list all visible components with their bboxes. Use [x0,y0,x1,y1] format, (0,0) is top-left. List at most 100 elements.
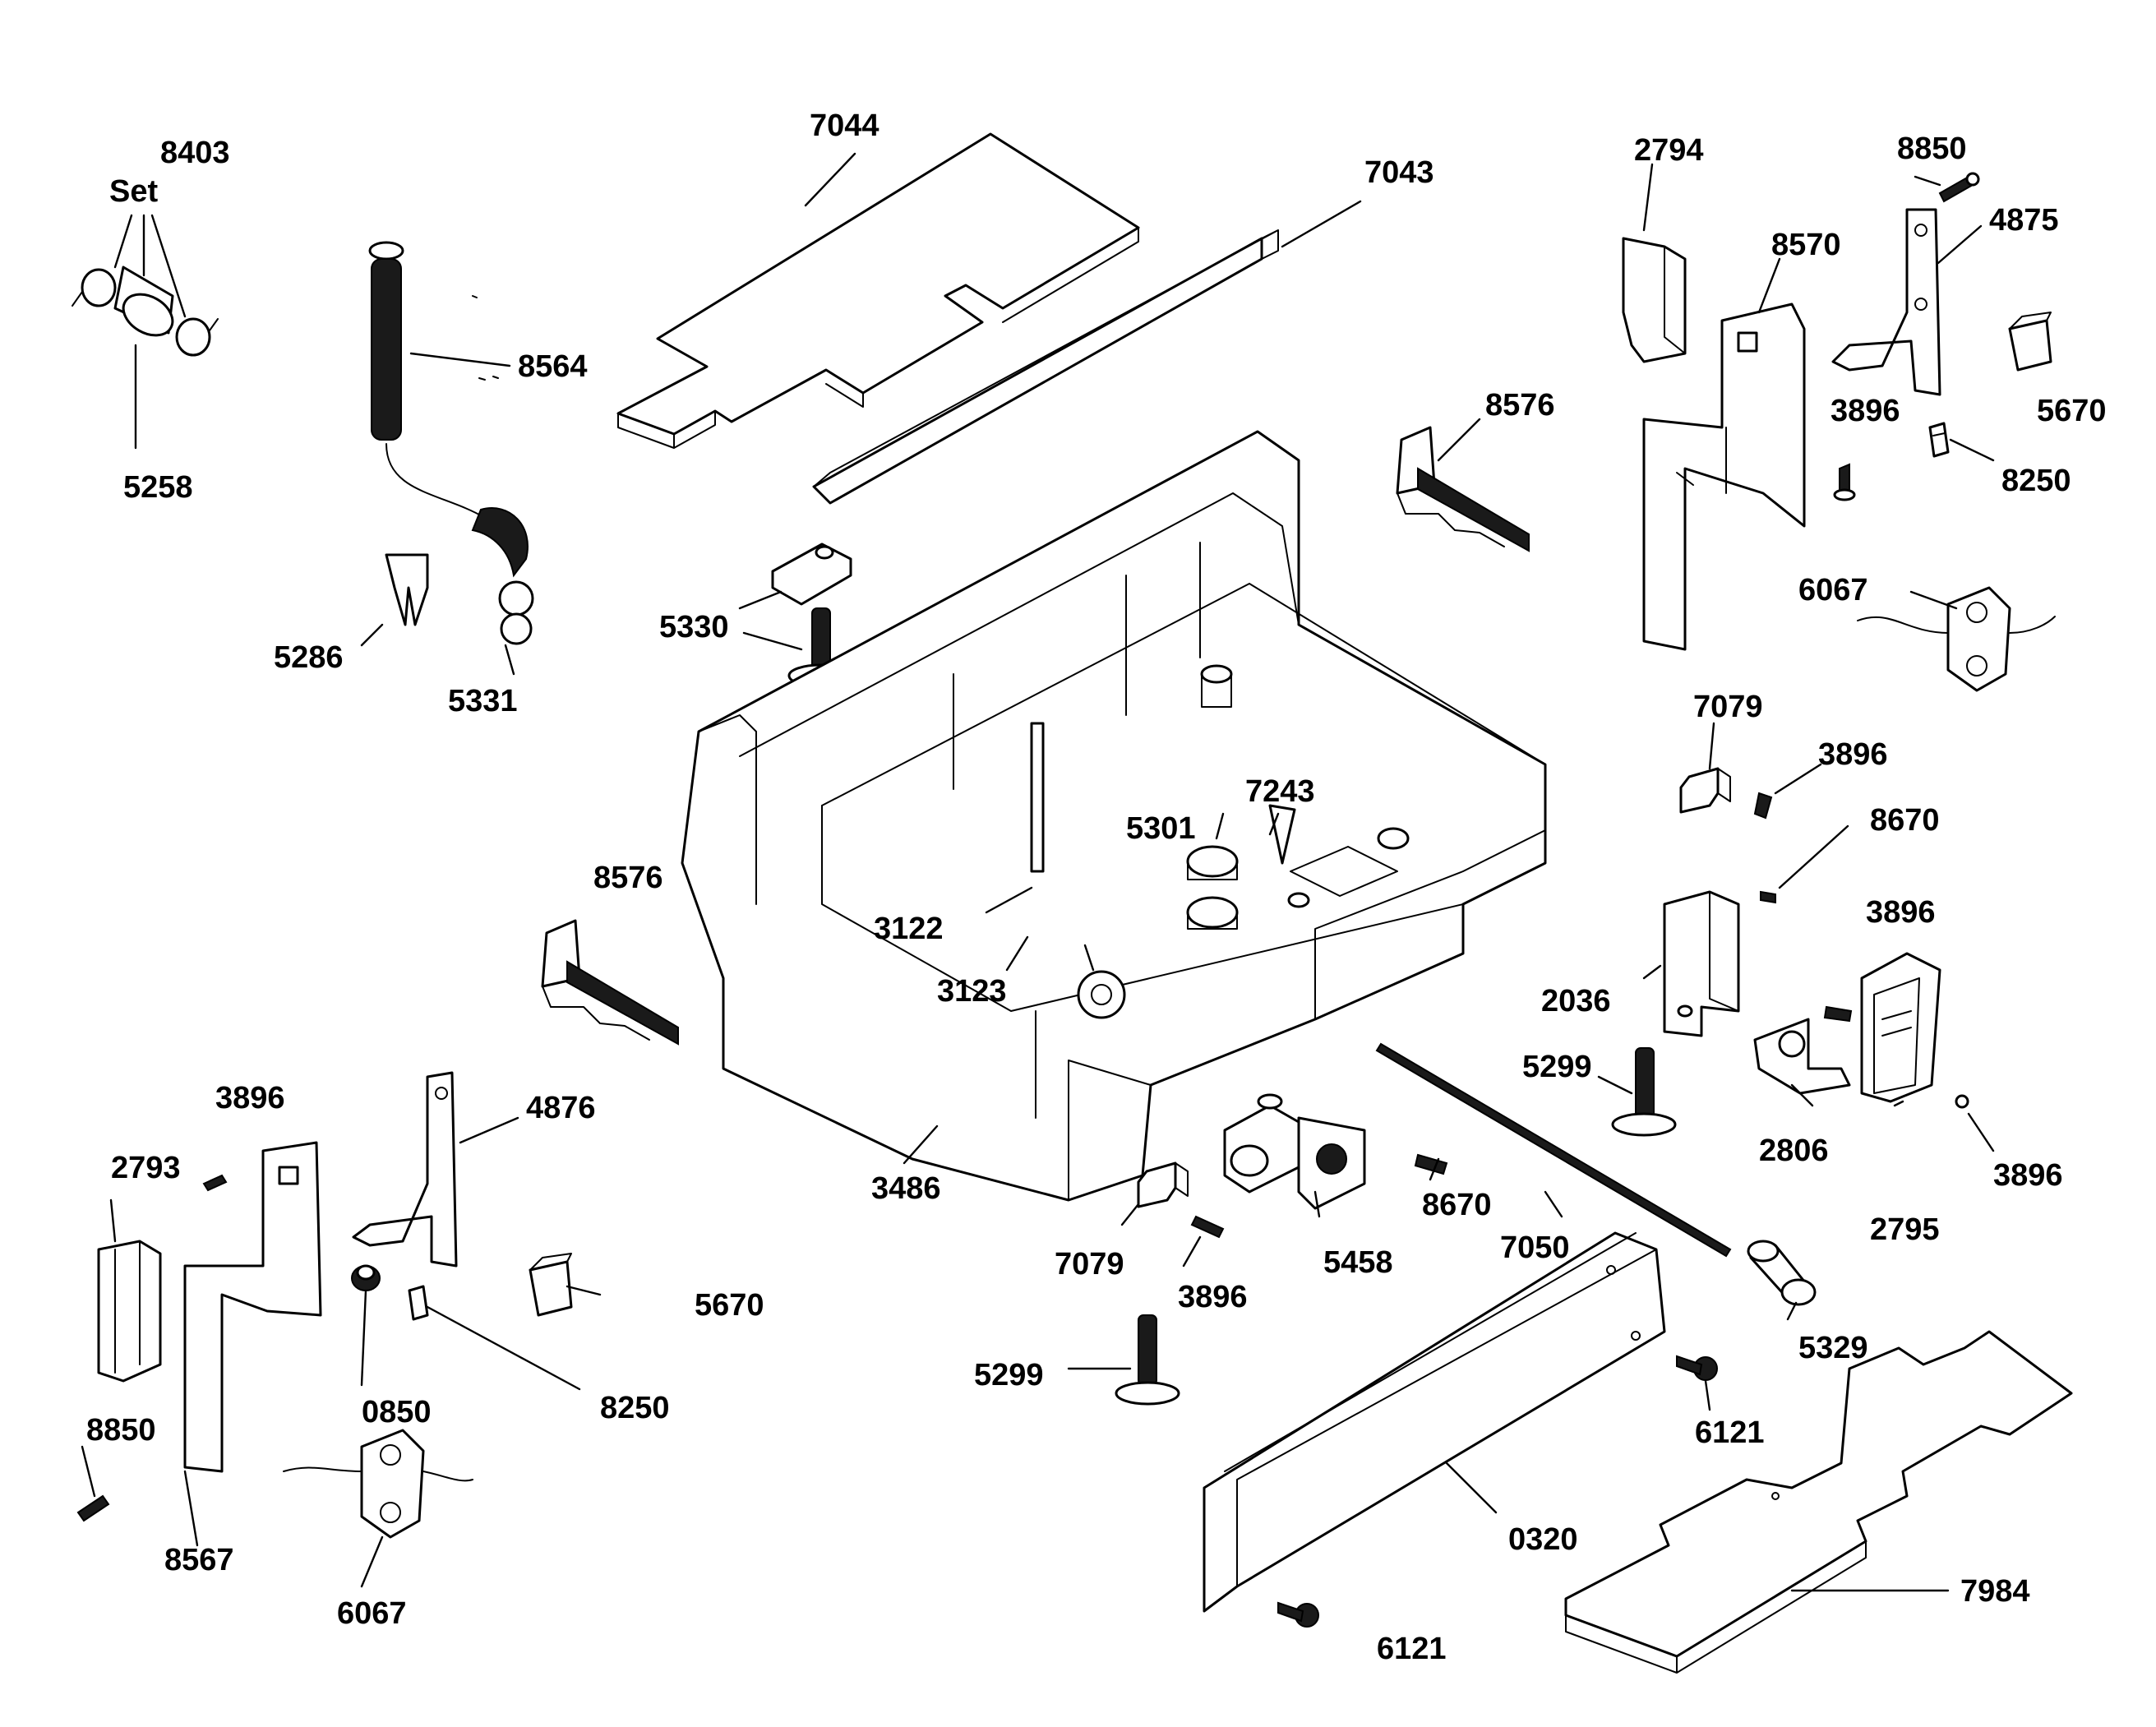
part-8670-pin-lower [1414,1153,1448,1175]
part-8567-bracket [183,1141,322,1473]
label-3896-f: 3896 [215,1081,285,1115]
label-3896-e: 3896 [1178,1280,1248,1314]
part-8850-screw-upper [1938,172,1980,203]
label-8564: 8564 [518,349,588,384]
label-5670-upper: 5670 [2037,394,2107,428]
part-5670-clip-upper [2008,312,2052,372]
label-3896-a: 3896 [1831,394,1900,428]
label-5330: 5330 [659,610,729,644]
part-5329-knob [1747,1240,1817,1306]
part-5670-clip-lower [529,1253,573,1317]
part-3896-screw-c [1823,1005,1853,1023]
label-4876: 4876 [526,1091,596,1125]
label-7050: 7050 [1500,1231,1570,1265]
label-7079-upper: 7079 [1693,690,1763,724]
label-5329: 5329 [1798,1331,1868,1365]
part-8576-bracket-lower [541,919,679,1046]
label-5258: 5258 [123,470,193,505]
part-3486-base-tub [681,430,1547,1202]
label-2793: 2793 [111,1151,181,1185]
part-7050-rod [1375,1042,1732,1258]
part-8570-bracket [1642,302,1806,651]
label-set: Set [109,174,158,209]
part-2793-cover [97,1240,162,1383]
label-5299-upper: 5299 [1522,1050,1592,1084]
part-3896-screw-f [202,1174,228,1192]
label-2794: 2794 [1634,133,1704,168]
label-8850-upper: 8850 [1897,132,1967,166]
label-6121-lower: 6121 [1377,1632,1447,1666]
part-2036-bracket [1663,890,1740,1037]
part-6067-switch-upper [1857,586,2056,692]
label-4875: 4875 [1989,203,2059,238]
label-6067-lower: 6067 [337,1596,407,1631]
label-8567: 8567 [164,1543,234,1577]
part-8403-hose-clamp-set [72,266,219,357]
part-5458-valve [1223,1093,1366,1210]
label-7043: 7043 [1364,155,1434,190]
label-5299-lower: 5299 [974,1358,1044,1392]
label-3896-d: 3896 [1993,1158,2063,1193]
label-5670-lower: 5670 [695,1288,764,1323]
label-2795: 2795 [1870,1212,1940,1247]
part-8250-clip-lower [408,1285,429,1321]
label-8576-lower: 8576 [593,861,663,895]
part-8670-pin-upper [1760,890,1776,904]
label-8570: 8570 [1771,228,1841,262]
part-3896-screw-e [1190,1215,1225,1239]
part-3896-screw-d [1955,1094,1969,1109]
label-6067-upper: 6067 [1798,573,1868,607]
label-8576-upper: 8576 [1485,388,1555,423]
label-5458: 5458 [1323,1245,1393,1280]
part-7079-bracket-upper [1679,767,1731,814]
part-4875-bracket [1831,208,1941,396]
part-5286-clip [385,553,429,626]
part-4876-bracket [352,1071,458,1268]
part-3896-screw-a [1833,463,1856,501]
label-7984: 7984 [1960,1574,2030,1609]
part-2794-cover [1622,237,1687,363]
label-8670-lower: 8670 [1422,1188,1492,1222]
label-3486: 3486 [871,1171,941,1206]
part-labels: 8403 Set 5258 8564 5286 5331 7044 7043 5… [86,109,2107,1666]
part-6067-switch-lower [283,1429,473,1539]
label-8403: 8403 [160,136,230,170]
part-0320-front-plate [1203,1231,1666,1613]
label-3896-c: 3896 [1866,895,1936,930]
label-8670-upper: 8670 [1870,803,1940,838]
leader-lines [81,152,1995,1592]
part-7079-bracket-lower [1137,1161,1189,1208]
part-7044-cover-plate [616,132,1140,449]
part-7043-strip [812,229,1279,505]
part-5299-foot-lower [1115,1314,1180,1406]
label-8250-lower: 8250 [600,1391,670,1425]
label-5331: 5331 [448,684,518,718]
label-8250-upper: 8250 [2001,464,2071,498]
label-2806: 2806 [1759,1134,1829,1168]
part-2806-bracket [1753,1018,1851,1095]
label-3896-b: 3896 [1818,737,1888,772]
part-2795-cover [1860,952,1941,1103]
label-7243: 7243 [1245,774,1315,809]
label-5301: 5301 [1126,811,1196,846]
label-0320: 0320 [1508,1522,1578,1557]
label-7044: 7044 [810,109,879,143]
part-6121-screw-lower [1277,1601,1319,1628]
part-8564-drain-hose [368,241,534,645]
label-5286: 5286 [274,640,344,675]
part-8850-screw-lower [76,1494,110,1522]
part-7984-bottom-plate [1564,1330,2073,1674]
label-0850: 0850 [362,1395,432,1429]
label-6121-upper: 6121 [1695,1415,1765,1450]
part-5299-foot-upper [1611,1047,1677,1137]
label-3123: 3123 [937,974,1007,1009]
label-2036: 2036 [1541,984,1611,1018]
part-0850-plug [351,1264,381,1291]
part-8576-bracket-upper [1396,426,1530,552]
part-8250-clip-upper [1928,422,1950,458]
label-8850-lower: 8850 [86,1413,156,1448]
label-7079-lower: 7079 [1055,1247,1124,1281]
part-3896-screw-b [1753,792,1773,820]
label-3122: 3122 [874,912,944,946]
